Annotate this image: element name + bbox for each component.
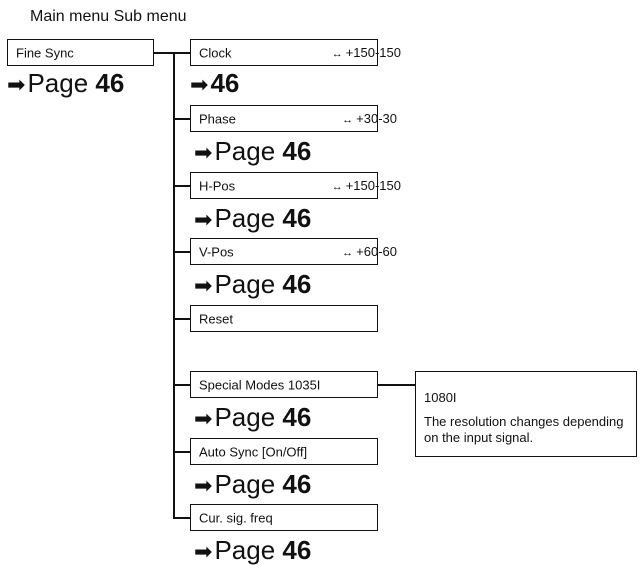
- right-arrow-icon: ➡: [194, 539, 213, 564]
- sub-item-label: V-Pos: [199, 244, 234, 259]
- sub-item-label: Clock: [199, 45, 232, 60]
- left-right-arrow-icon: ↔: [342, 246, 354, 259]
- connector-h-pos: [173, 185, 190, 187]
- sub-item-v-pos[interactable]: V-Pos ↔+60-60: [190, 238, 397, 265]
- left-right-arrow-icon: ↔: [331, 47, 343, 60]
- connector-special-modes-note: [378, 384, 415, 386]
- sub-item-clock[interactable]: Clock ↔+150-150: [190, 39, 401, 66]
- sub-item-label: Auto Sync [On/Off]: [199, 444, 308, 459]
- sub-item-h-pos[interactable]: H-Pos ↔+150-150: [190, 172, 401, 199]
- connector-phase: [173, 118, 190, 120]
- sub-item-cur-sig-freq[interactable]: Cur. sig. freq: [190, 504, 378, 531]
- right-arrow-icon: ➡: [194, 140, 213, 165]
- range-value: ↔+30-30: [342, 110, 397, 126]
- sub-item-phase[interactable]: Phase ↔+30-30: [190, 105, 397, 132]
- left-right-arrow-icon: ↔: [342, 113, 354, 126]
- main-menu-page-ref[interactable]: ➡Page 46: [7, 68, 125, 98]
- range-value: ↔+150-150: [331, 44, 401, 60]
- sub-item-label: Special Modes 1035I: [199, 377, 321, 392]
- phase-page-ref[interactable]: ➡Page 46: [194, 136, 312, 166]
- connector-reset: [173, 318, 190, 320]
- right-arrow-icon: ➡: [190, 72, 209, 97]
- right-arrow-icon: ➡: [194, 406, 213, 431]
- clock-page-ref[interactable]: ➡46: [190, 68, 240, 98]
- right-arrow-icon: ➡: [194, 473, 213, 498]
- right-arrow-icon: ➡: [7, 72, 26, 97]
- diagram-header: Main menu Sub menu: [30, 8, 187, 25]
- right-arrow-icon: ➡: [194, 273, 213, 298]
- connector-special-modes: [173, 384, 190, 386]
- sub-item-auto-sync[interactable]: Auto Sync [On/Off]: [190, 438, 378, 465]
- special-modes-note: 1080I The resolution changes depending o…: [415, 371, 637, 457]
- sub-item-label: H-Pos: [199, 178, 236, 193]
- sub-item-label: Reset: [199, 311, 233, 326]
- range-value: ↔+150-150: [331, 177, 401, 193]
- connector-auto-sync: [173, 451, 190, 453]
- h-pos-page-ref[interactable]: ➡Page 46: [194, 203, 312, 233]
- right-arrow-icon: ➡: [194, 207, 213, 232]
- special-modes-page-ref[interactable]: ➡Page 46: [194, 402, 312, 432]
- range-value: ↔+60-60: [342, 243, 397, 259]
- main-menu-fine-sync[interactable]: Fine Sync: [7, 39, 154, 66]
- v-pos-page-ref[interactable]: ➡Page 46: [194, 269, 312, 299]
- note-mode-label: 1080I: [424, 390, 457, 405]
- connector-clock: [173, 52, 190, 54]
- connector-v-pos: [173, 251, 190, 253]
- auto-sync-page-ref[interactable]: ➡Page 46: [194, 469, 312, 499]
- left-right-arrow-icon: ↔: [331, 180, 343, 193]
- main-menu-label: Fine Sync: [16, 45, 74, 60]
- connector-vertical-trunk: [173, 52, 175, 517]
- sub-item-label: Phase: [199, 111, 236, 126]
- note-description: The resolution changes depending on the …: [424, 414, 624, 445]
- sub-item-special-modes[interactable]: Special Modes 1035I: [190, 371, 378, 398]
- sub-item-label: Cur. sig. freq: [199, 510, 273, 525]
- connector-cur-sig-freq: [173, 517, 190, 519]
- sub-item-reset[interactable]: Reset: [190, 305, 378, 332]
- connector-main-horizontal: [154, 52, 190, 54]
- cur-sig-freq-page-ref[interactable]: ➡Page 46: [194, 535, 312, 565]
